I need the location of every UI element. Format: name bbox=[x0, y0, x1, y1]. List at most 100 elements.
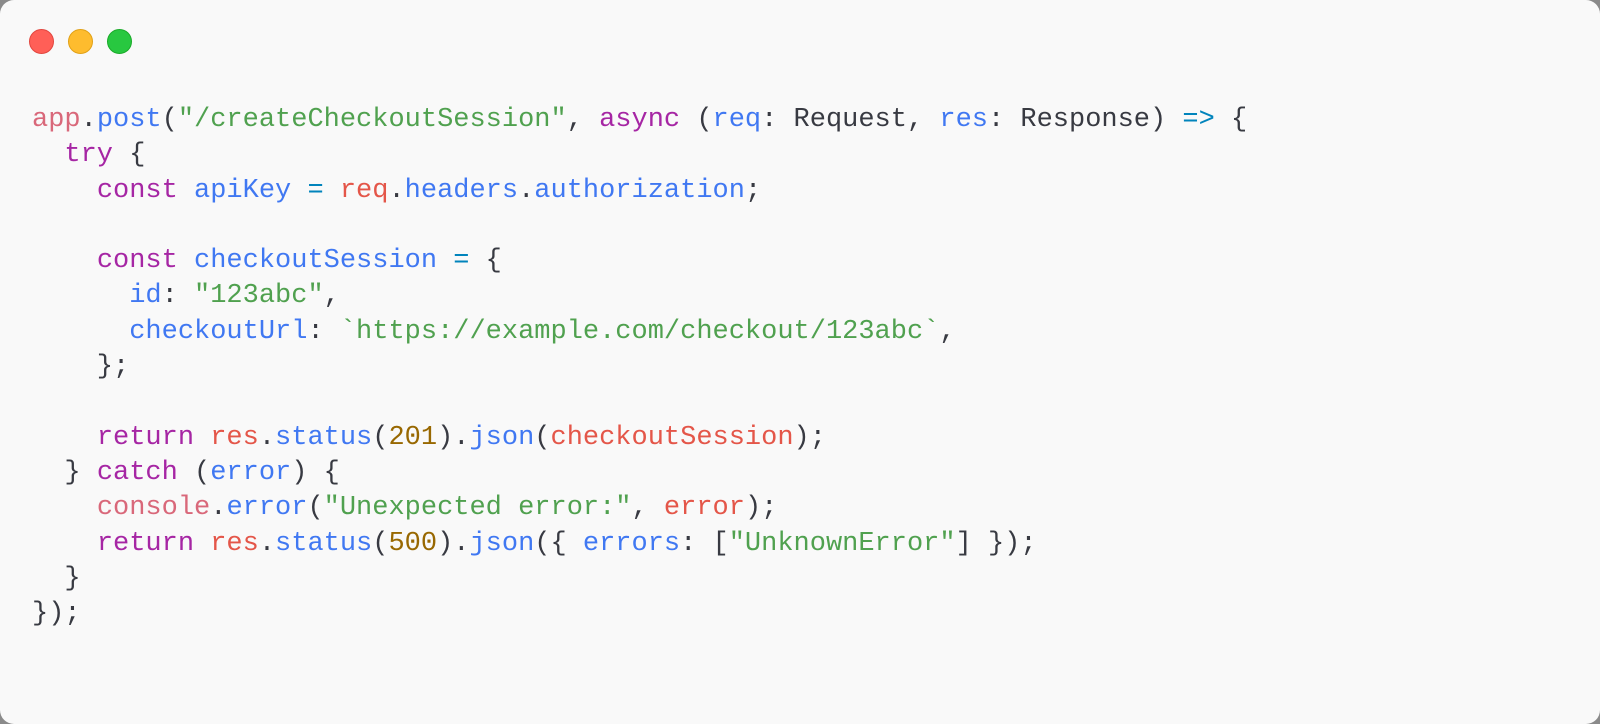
code-token-var: req bbox=[339, 175, 389, 206]
code-token-plain bbox=[32, 529, 97, 559]
code-token-kw: const bbox=[96, 175, 178, 206]
code-token-plain bbox=[437, 246, 453, 276]
code-token-plain: ] }); bbox=[955, 528, 1037, 559]
code-token-kw: return bbox=[96, 422, 195, 453]
code-token-plain: { bbox=[469, 246, 502, 277]
code-token-plain: ) { bbox=[291, 457, 340, 488]
code-token-plain bbox=[32, 281, 129, 311]
code-token-obj: app bbox=[32, 105, 81, 135]
code-line: id: "123abc", bbox=[32, 279, 1247, 314]
code-token-num: 201 bbox=[388, 422, 438, 453]
code-line: } catch (error) { bbox=[32, 456, 1247, 491]
code-token-op: = bbox=[453, 246, 470, 277]
code-token-str: "Unexpected error:" bbox=[323, 493, 632, 524]
code-token-str: "UnknownError" bbox=[728, 528, 956, 559]
code-line: try { bbox=[32, 138, 1247, 173]
code-token-fn: post bbox=[96, 105, 162, 135]
code-token-plain: ( bbox=[307, 493, 324, 524]
code-token-op: = bbox=[307, 175, 324, 206]
code-token-plain bbox=[32, 423, 97, 453]
code-token-plain: }); bbox=[32, 599, 81, 630]
code-token-plain: : bbox=[161, 281, 195, 312]
code-token-plain bbox=[32, 493, 97, 523]
code-token-prop: checkoutUrl bbox=[129, 316, 308, 347]
code-token-plain: ( bbox=[372, 422, 389, 453]
code-token-plain: ({ bbox=[534, 528, 583, 559]
code-line: const apiKey = req.headers.authorization… bbox=[32, 174, 1247, 209]
code-token-prop: errors bbox=[582, 528, 681, 559]
code-token-var: res bbox=[210, 422, 259, 453]
code-line: return res.status(500).json({ errors: ["… bbox=[32, 527, 1247, 562]
code-token-plain: . bbox=[80, 105, 97, 135]
code-token-param: error bbox=[210, 457, 292, 488]
code-line: } bbox=[32, 562, 1247, 597]
code-token-plain: , bbox=[631, 493, 664, 524]
code-token-plain: . bbox=[258, 528, 276, 559]
code-token-param: req bbox=[712, 105, 762, 135]
code-token-plain: } bbox=[32, 563, 81, 594]
code-token-plain: ). bbox=[437, 422, 470, 453]
code-token-prop: id bbox=[129, 281, 162, 312]
code-token-plain bbox=[194, 423, 210, 453]
code-token-kw: async bbox=[599, 105, 681, 135]
code-token-plain: ( bbox=[680, 105, 713, 135]
code-block: app.post("/createCheckoutSession", async… bbox=[32, 103, 1247, 632]
code-token-fn: apiKey bbox=[194, 175, 292, 206]
code-token-str: `https://example.com/checkout/123abc` bbox=[339, 316, 940, 347]
code-token-plain: , bbox=[323, 281, 340, 312]
code-line: }); bbox=[32, 597, 1247, 632]
code-token-plain: : [ bbox=[680, 528, 729, 559]
code-token-plain: . bbox=[258, 422, 276, 453]
code-token-plain: }; bbox=[32, 352, 130, 383]
code-token-fn: status bbox=[275, 528, 373, 559]
code-token-kw: const bbox=[96, 246, 178, 277]
code-token-plain: ); bbox=[744, 493, 778, 524]
code-token-plain: : bbox=[307, 316, 340, 347]
code-token-fn: json bbox=[469, 422, 535, 453]
code-token-fn: checkoutSession bbox=[194, 246, 438, 277]
code-token-op: => bbox=[1182, 105, 1215, 135]
code-token-plain bbox=[32, 176, 97, 206]
code-token-param: res bbox=[939, 105, 988, 135]
code-token-obj: console bbox=[96, 493, 211, 524]
code-token-plain: } bbox=[32, 457, 97, 488]
code-token-prop: headers bbox=[404, 175, 519, 206]
code-token-plain: { bbox=[113, 140, 146, 171]
code-token-plain: ( bbox=[177, 457, 211, 488]
code-token-plain bbox=[291, 176, 307, 206]
code-line: checkoutUrl: `https://example.com/checko… bbox=[32, 315, 1247, 350]
code-token-str: "/createCheckoutSession" bbox=[177, 105, 567, 135]
code-token-plain bbox=[178, 176, 194, 206]
code-token-plain: . bbox=[210, 493, 227, 524]
code-token-plain bbox=[32, 140, 64, 170]
code-token-var: checkoutSession bbox=[550, 422, 794, 453]
code-token-plain bbox=[324, 176, 340, 206]
close-button[interactable] bbox=[29, 29, 54, 54]
code-token-plain: . bbox=[518, 175, 535, 206]
code-line: app.post("/createCheckoutSession", async… bbox=[32, 103, 1247, 138]
code-line bbox=[32, 385, 1247, 420]
code-token-plain: , bbox=[566, 105, 600, 135]
code-token-var: error bbox=[663, 493, 745, 524]
code-line: }; bbox=[32, 350, 1247, 385]
code-token-plain: , bbox=[939, 316, 956, 347]
code-token-fn: json bbox=[469, 528, 535, 559]
code-token-plain: : Response) bbox=[987, 105, 1183, 135]
code-token-plain: : Request, bbox=[761, 105, 940, 135]
window-controls bbox=[29, 29, 132, 54]
code-token-kw: catch bbox=[96, 457, 178, 488]
code-token-plain bbox=[32, 317, 129, 347]
code-token-plain: ). bbox=[437, 528, 470, 559]
code-line: return res.status(201).json(checkoutSess… bbox=[32, 421, 1247, 456]
code-token-plain bbox=[178, 246, 194, 276]
code-token-plain: ( bbox=[534, 422, 551, 453]
code-line: console.error("Unexpected error:", error… bbox=[32, 491, 1247, 526]
maximize-button[interactable] bbox=[107, 29, 132, 54]
minimize-button[interactable] bbox=[68, 29, 93, 54]
code-token-plain: ; bbox=[744, 175, 762, 206]
code-token-plain: ); bbox=[793, 422, 826, 453]
code-token-plain: ( bbox=[161, 105, 178, 135]
code-token-plain: ( bbox=[372, 528, 389, 559]
code-token-plain: . bbox=[388, 175, 405, 206]
